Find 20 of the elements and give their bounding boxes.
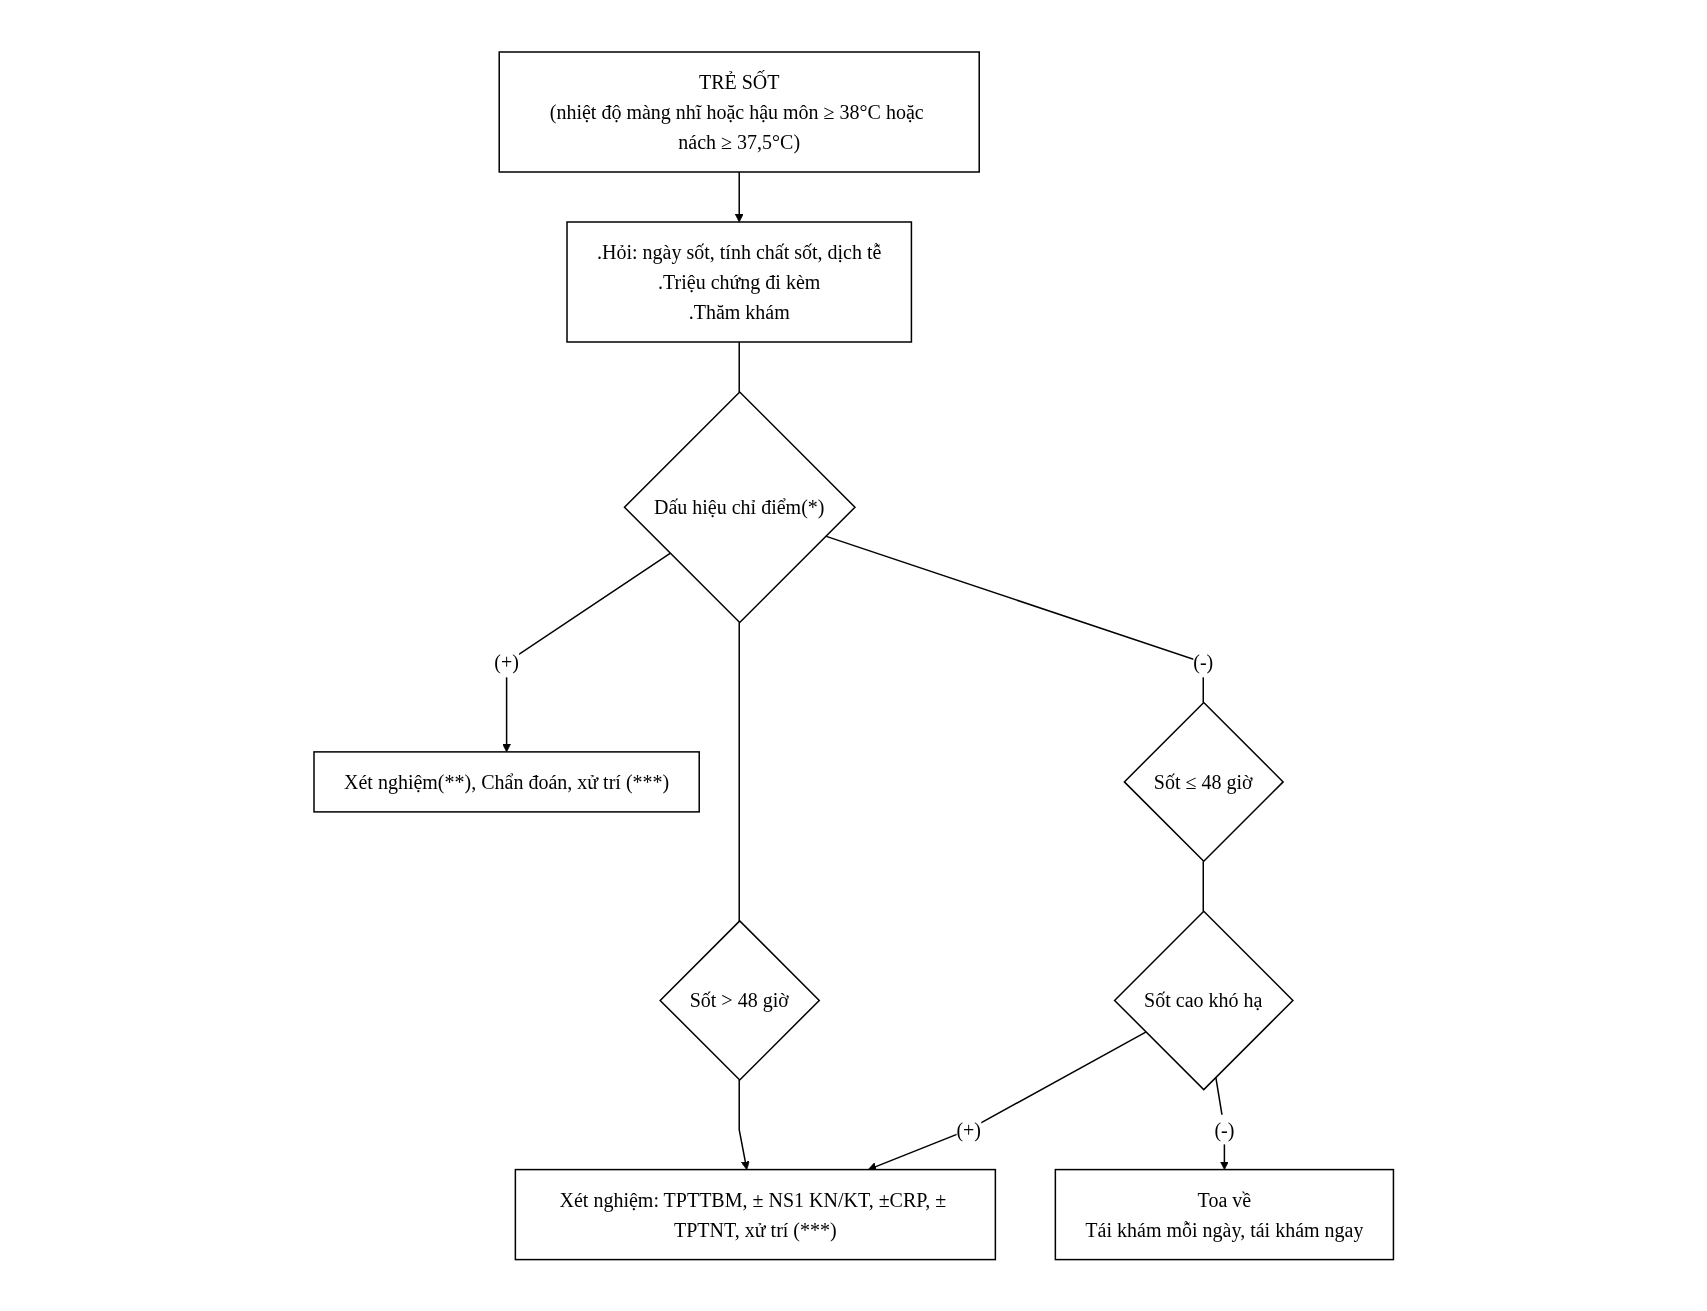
edge-label: (+) <box>956 1118 981 1141</box>
node-diamond: Dấu hiệu chỉ điểm(*) <box>623 390 856 624</box>
connector <box>738 621 740 922</box>
connector <box>824 535 1204 703</box>
edge-label: (+) <box>494 651 519 674</box>
node-box: Toa về Tái khám mỗi ngày, tái khám ngay <box>1054 1168 1394 1261</box>
edge-label: (-) <box>1214 1118 1235 1141</box>
connector <box>1202 860 1204 912</box>
node-box: TRẺ SỐT (nhiệt độ màng nhĩ hoặc hậu môn ≥ 38°C hoặc nách ≥ 37,5°C) <box>498 50 980 173</box>
arrow <box>738 1078 750 1170</box>
node-diamond: Sốt cao khó hạ <box>1113 909 1294 1091</box>
node-box: Xét nghiệm: TPTTBM, ± NS1 KN/KT, ±CRP, ± TPTNT, xử trí (***) <box>514 1168 996 1261</box>
node-diamond: Sốt ≤ 48 giờ <box>1123 701 1284 863</box>
node-diamond: Sốt > 48 giờ <box>658 919 821 1081</box>
arrow <box>867 1031 1147 1171</box>
node-box: .Hỏi: ngày sốt, tính chất sốt, dịch tễ .Triệu chứng đi kèm .Thăm khám <box>566 220 912 343</box>
connector <box>738 340 740 393</box>
node-box: Xét nghiệm(**), Chẩn đoán, xử trí (***) <box>313 750 700 813</box>
edge-label: (-) <box>1193 651 1214 674</box>
arrow <box>734 170 744 223</box>
